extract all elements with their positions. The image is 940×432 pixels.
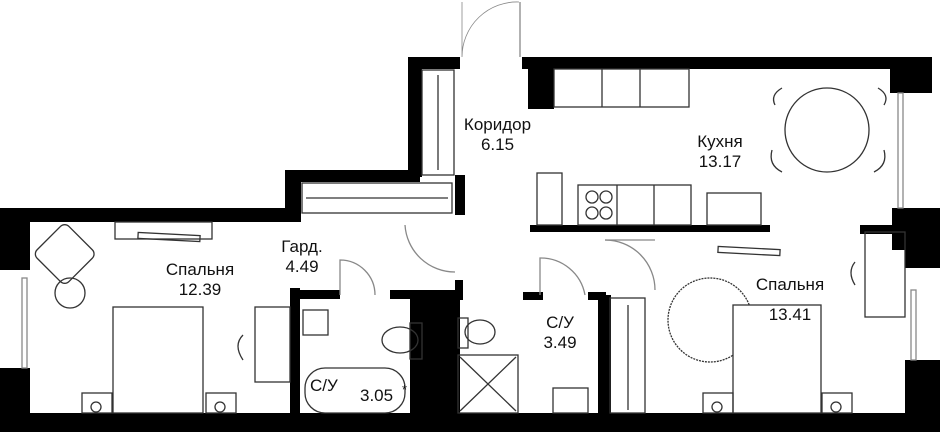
room-name: С/У	[310, 376, 338, 395]
room-name: С/У	[546, 313, 574, 332]
room-name: Коридор	[463, 115, 532, 134]
room-area: 12.39	[178, 280, 222, 299]
room-corridor: Коридор 6.15	[455, 115, 540, 155]
room-name: Гард.	[281, 237, 323, 256]
room-bedroom-left: Спальня 12.39	[155, 260, 245, 300]
room-name: Кухня	[697, 132, 743, 151]
room-area: 4.49	[285, 257, 319, 276]
room-area: 13.41	[768, 305, 812, 324]
room-name: Спальня	[755, 275, 825, 294]
room-name: Спальня	[165, 260, 235, 279]
room-bedroom-right: Спальня 13.41	[745, 275, 835, 325]
walls	[0, 57, 940, 432]
room-wardrobe: Гард. 4.49	[272, 237, 332, 277]
room-area: 3.05	[360, 386, 394, 405]
room-area: 6.15	[480, 135, 515, 154]
room-area: 13.17	[698, 152, 742, 171]
room-kitchen: Кухня 13.17	[680, 132, 760, 172]
room-bathroom-right: С/У 3.49	[535, 313, 585, 353]
room-area: 3.49	[543, 333, 577, 352]
area-marker: *	[402, 382, 408, 397]
furniture	[21, 1, 917, 414]
